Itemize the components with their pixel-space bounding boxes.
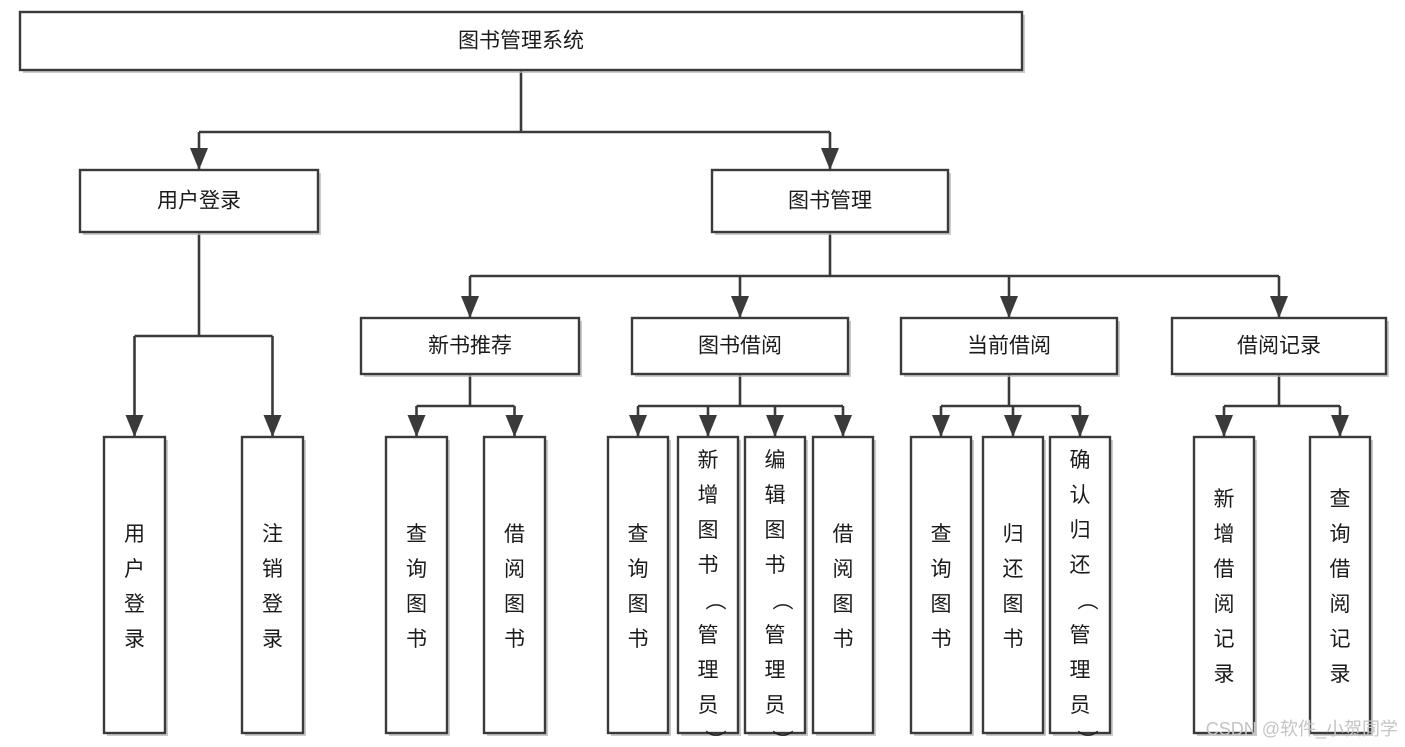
node-label: 查询图书 [628,523,649,651]
node-leaf-return-book[interactable]: 归还图书 [981,435,1046,736]
node-label: 用户登录 [124,523,145,651]
node-rect[interactable] [1308,435,1372,735]
arrow-head [1000,296,1018,318]
node-rect[interactable] [18,10,1024,72]
arrow-head [1331,415,1349,437]
arrow-head [1071,415,1089,437]
arrow-head [699,415,717,437]
node-label: 当前借阅 [967,335,1051,358]
node-rect[interactable] [482,435,547,735]
arrow-head [629,415,647,437]
arrow-head [505,415,524,437]
arrow-head [1270,296,1288,318]
node-label: 新增借阅记录 [1214,488,1235,686]
arrow-head [766,415,784,437]
node-rect[interactable] [240,435,305,735]
connectors-layer [125,70,1349,437]
node-leaf-query-book-borrow[interactable]: 查询图书 [606,435,671,736]
arrow-head [461,296,479,318]
node-rect[interactable] [1048,435,1112,735]
arrow-head [932,415,950,437]
node-label: 查询借阅记录 [1330,488,1351,686]
node-leaf-query-borrow-record[interactable]: 查询借阅记录 [1308,435,1373,736]
nodes-layer: 图书管理系统用户登录图书管理新书推荐图书借阅当前借阅借阅记录用户登录注销登录查询… [18,10,1389,747]
node-rect[interactable] [1170,316,1388,376]
node-label: 归还图书 [1003,523,1024,651]
node-rect[interactable] [630,316,850,376]
node-label: 借阅记录 [1237,335,1321,358]
node-rect[interactable] [1192,435,1256,735]
node-label: 注销登录 [262,523,283,651]
node-label-paren: （ [1075,590,1098,611]
node-label-paren: （ [703,590,726,611]
node-borrow-record[interactable]: 借阅记录 [1170,316,1389,377]
node-label: 查询图书 [931,523,952,651]
watermark-label: CSDN @软件_小贺同学 [1206,719,1398,740]
node-label: 图书借阅 [698,335,782,358]
node-label-paren: ） [770,730,793,747]
node-rect[interactable] [710,168,950,234]
arrow-head [1004,415,1022,437]
node-label: 图书管理 [788,190,872,213]
arrow-head [125,415,144,437]
node-rect[interactable] [909,435,973,735]
node-leaf-borrow-book[interactable]: 借阅图书 [811,435,876,736]
node-book-borrow[interactable]: 图书借阅 [630,316,851,377]
node-rect[interactable] [359,316,581,376]
node-label: 借阅图书 [504,523,525,651]
node-label-paren: （ [770,590,793,611]
node-label: 新书推荐 [428,335,512,358]
node-rect[interactable] [743,435,807,735]
node-user-login[interactable]: 用户登录 [78,168,321,235]
node-label: 图书管理系统 [458,30,584,53]
node-leaf-edit-book-admin[interactable]: （ ） 编辑图书管理员 [743,435,808,747]
arrow-head [263,415,282,437]
node-leaf-query-book-current[interactable]: 查询图书 [909,435,974,736]
node-label: 编辑图书管理员 [765,449,786,717]
node-rect[interactable] [981,435,1045,735]
arrow-head [1215,415,1233,437]
node-label-paren: ） [703,730,726,747]
node-current-borrow[interactable]: 当前借阅 [899,316,1120,377]
arrow-head [407,415,426,437]
node-rect[interactable] [899,316,1119,376]
node-leaf-add-borrow-record[interactable]: 新增借阅记录 [1192,435,1257,736]
node-leaf-add-book-admin[interactable]: （ ） 新增图书管理员 [676,435,741,747]
node-rect[interactable] [676,435,740,735]
node-rect[interactable] [811,435,875,735]
node-label: 借阅图书 [833,523,854,651]
node-leaf-logout[interactable]: 注销登录 [240,435,306,736]
node-leaf-confirm-return-admin[interactable]: （ ） 确认归还管理员 [1048,435,1113,747]
node-rect[interactable] [102,435,167,735]
node-leaf-user-login[interactable]: 用户登录 [102,435,168,736]
node-root[interactable]: 图书管理系统 [18,10,1025,73]
node-new-book-recommend[interactable]: 新书推荐 [359,316,582,377]
arrow-head [190,148,208,170]
node-book-management[interactable]: 图书管理 [710,168,951,235]
node-label: 用户登录 [157,190,241,213]
node-rect[interactable] [606,435,670,735]
node-rect[interactable] [384,435,449,735]
node-label-paren: ） [1075,730,1098,747]
node-label: 确认归还管理员 [1070,449,1091,717]
arrow-head [821,148,839,170]
arrow-head [731,296,749,318]
node-leaf-borrow-book-rec[interactable]: 借阅图书 [482,435,548,736]
node-label: 查询图书 [406,523,427,651]
node-leaf-query-book-rec[interactable]: 查询图书 [384,435,450,736]
node-label: 新增图书管理员 [698,449,719,717]
arrow-head [834,415,852,437]
node-rect[interactable] [78,168,320,234]
